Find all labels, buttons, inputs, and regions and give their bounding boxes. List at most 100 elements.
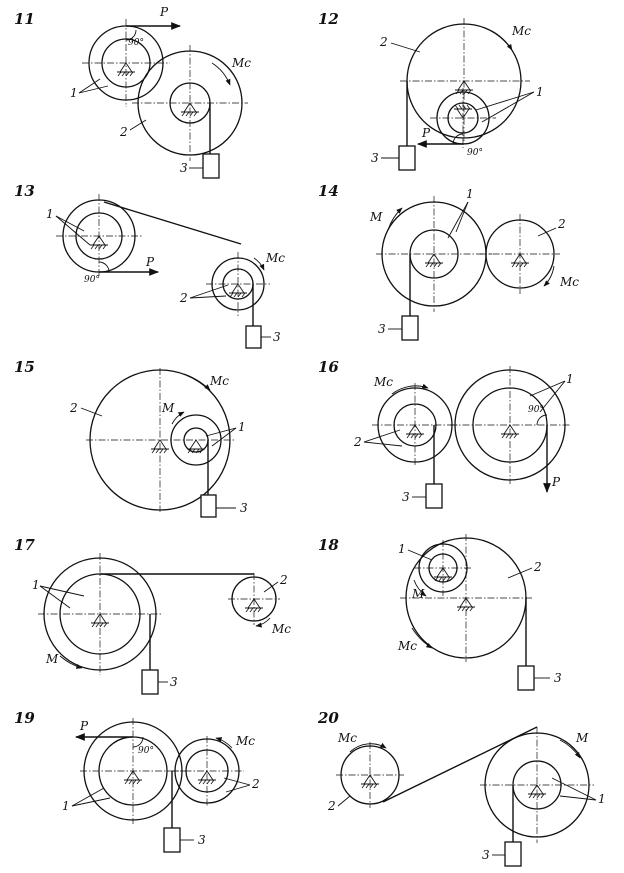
moment-arrow-c (349, 742, 387, 753)
diagram-number: 13 (14, 182, 35, 200)
force-label: P (421, 126, 431, 140)
label-2: 2 (69, 401, 78, 415)
moment-label-m: M (575, 731, 589, 745)
weight-3 (504, 841, 522, 867)
label-1: 1 (566, 372, 574, 386)
diagram-13: 13 90° P 1 Mc 2 3 (14, 182, 285, 349)
angle-label: 90° (138, 746, 154, 756)
label-1: 1 (46, 207, 54, 221)
weight-3 (245, 325, 262, 349)
moment-arrow-c (183, 373, 211, 391)
diagram-17: 17 1 M 3 2 Mc (14, 536, 291, 695)
moment-label: Mc (511, 24, 531, 38)
label-3: 3 (240, 501, 248, 515)
label-2: 2 (119, 125, 128, 139)
moment-label: Mc (397, 639, 417, 653)
moment-arrow-c (391, 383, 429, 395)
diagram-14: 14 M 1 3 2 Mc (318, 182, 579, 341)
weight-3 (200, 494, 217, 518)
label-3: 3 (554, 671, 562, 685)
body-1 (430, 88, 496, 148)
moment-arrow (211, 62, 231, 86)
moment-arrow (559, 739, 581, 759)
label-1: 1 (598, 792, 606, 806)
moment-arrow (59, 655, 83, 669)
diagram-number: 14 (318, 182, 339, 200)
weight-3 (425, 483, 443, 509)
body-2 (172, 736, 244, 806)
right-angle-mark (98, 261, 110, 273)
moment-arrow (387, 207, 403, 231)
label-3: 3 (378, 322, 386, 336)
belt (103, 201, 242, 245)
weight-3 (401, 315, 419, 341)
label-2: 2 (557, 217, 566, 231)
body-2 (336, 742, 404, 808)
label-2: 2 (179, 291, 188, 305)
body-1 (56, 194, 142, 278)
moment-arrow-c (543, 265, 555, 287)
moment-label: Mc (209, 374, 229, 388)
moment-label-m: M (411, 587, 425, 601)
body-2 (480, 214, 560, 294)
body-1 (376, 196, 492, 312)
diagram-number: 19 (14, 709, 35, 727)
angle-label: 90° (128, 38, 144, 48)
weight-3 (141, 669, 159, 695)
angle-label: 90° (467, 148, 483, 158)
moment-label: Mc (231, 56, 251, 70)
diagram-19: 19 90° P 1 3 Mc 2 (14, 709, 260, 853)
label-1: 1 (466, 187, 474, 201)
label-1: 1 (32, 578, 40, 592)
label-3: 3 (371, 151, 379, 165)
diagram-number: 17 (14, 536, 35, 554)
moment-label: Mc (265, 251, 285, 265)
body-2 (372, 383, 458, 467)
moment-label-m: M (161, 401, 175, 415)
label-1: 1 (70, 86, 78, 100)
diagram-number: 15 (14, 358, 35, 376)
moment-arrow (253, 257, 265, 271)
force-label: P (145, 255, 155, 269)
moment-label-m: M (369, 210, 383, 224)
label-1: 1 (62, 799, 70, 813)
label-3: 3 (402, 490, 410, 504)
body-1 (414, 540, 472, 596)
weight-3 (202, 153, 220, 179)
diagram-number: 20 (317, 709, 339, 727)
force-label: P (79, 719, 89, 733)
label-2: 2 (327, 799, 336, 813)
moment-arrow-c (411, 627, 433, 649)
label-1: 1 (238, 420, 246, 434)
moment-label: Mc (235, 734, 255, 748)
diagram-number: 16 (318, 358, 339, 376)
diagram-20: 20 Mc 2 M 1 3 (317, 709, 606, 867)
right-angle-mark (125, 29, 137, 41)
right-angle-mark (536, 414, 548, 426)
label-3: 3 (273, 330, 281, 344)
diagram-number: 18 (318, 536, 339, 554)
diagram-12: 12 Mc 2 3 90° P 1 (318, 10, 544, 171)
diagram-number: 11 (14, 10, 35, 28)
moment-arrow-c (255, 617, 271, 628)
moment-arrow (413, 579, 427, 597)
force-label: P (551, 475, 561, 489)
force-label: P (159, 5, 169, 19)
weight-3 (163, 827, 181, 853)
weight-3 (398, 145, 416, 171)
label-1: 1 (536, 85, 544, 99)
moment-arrow (171, 411, 185, 425)
right-angle-mark (132, 736, 144, 748)
label-2: 2 (279, 573, 288, 587)
label-3: 3 (180, 161, 188, 175)
label-2: 2 (533, 560, 542, 574)
body-1 (80, 718, 186, 824)
body-2 (400, 18, 530, 144)
weight-3 (517, 665, 535, 691)
moment-label: Mc (373, 375, 393, 389)
moment-label-m: M (45, 652, 59, 666)
moment-label: Mc (271, 622, 291, 636)
label-3: 3 (198, 833, 206, 847)
label-2: 2 (353, 435, 362, 449)
label-1: 1 (398, 542, 406, 556)
